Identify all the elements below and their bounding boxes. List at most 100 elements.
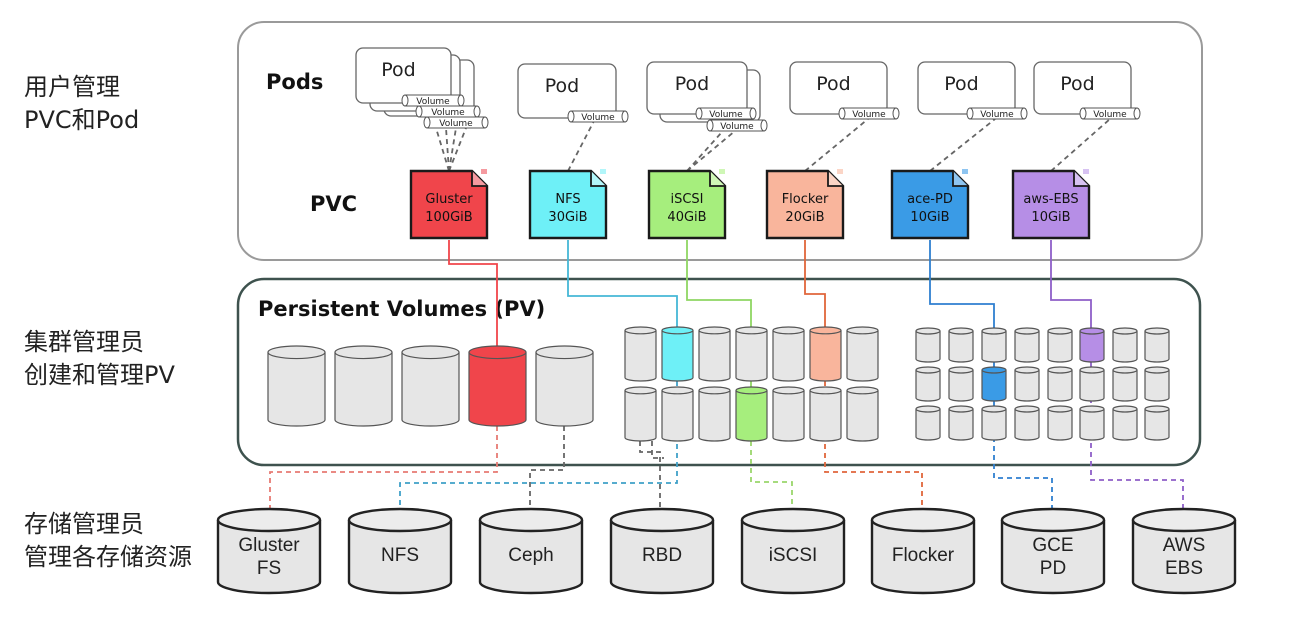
pv-right-2-1 [948,405,974,441]
volume-label: Volume [416,97,450,107]
pod-label: Pod [816,73,850,95]
pv-gluster-0 [267,345,326,427]
pv-mid-top-0 [624,326,657,382]
pod-label: Pod [545,75,579,97]
pod-3: Pod [646,61,748,115]
pv-right-2-7 [1144,405,1170,441]
storage-label-line2: EBS [1165,558,1203,579]
pv-storage-link-rbd-a [639,441,661,512]
pvc-doc-fold [709,171,725,187]
pvc-pod-link-1-2 [448,127,457,172]
storage-label: iSCSI [769,545,818,566]
pvc-name: Flocker [782,192,829,207]
pv-storage-link-gluster [269,426,498,512]
pv-right-1-0 [915,366,941,402]
pvc-doc-corner-tag [962,169,968,174]
volume-3a: Volume [695,107,757,120]
pvc-pod-link-3b [686,130,736,172]
pv-right-1-6 [1112,366,1138,402]
storage-cylinder-body [216,520,322,595]
storage-ceph: Ceph [478,507,584,595]
pvc-pod-link-4 [804,118,869,172]
volume-1c: Volume [423,116,489,129]
pvc-doc-body [890,169,970,240]
storage-cylinder-body [870,520,976,595]
cluster-admin-label-line2: 创建和管理PV [24,361,175,389]
pvc-doc-corner-tag [600,169,606,174]
pv-right-1-1 [948,366,974,402]
pv-mid-bottom-2 [698,386,731,442]
pod-label: Pod [944,73,978,95]
pod-label: Pod [381,59,415,81]
pv-right-0-0 [915,327,941,363]
storage-cylinder-top [870,507,976,533]
storage-label-line1: Gluster [238,535,300,556]
pv-right-0-7 [1144,327,1170,363]
pv-right-2-5 [1079,405,1105,441]
pvc-size: 100GiB [425,210,472,225]
pv-right-2-3 [1014,405,1040,441]
storage-cylinder-body [478,520,584,595]
storage-rbd: RBD [609,507,715,595]
pvc-pod-link-1-0 [435,127,450,172]
pv-mid-bottom-4 [772,386,805,442]
storage-flocker: Flocker [870,507,976,595]
pvc-name: iSCSI [670,192,703,207]
pod-5: Pod [917,61,1016,115]
pvc-size: 20GiB [785,210,824,225]
pvc-doc-body [528,169,608,240]
pv-right-2-6 [1112,405,1138,441]
pvc-pod-link-2 [567,120,595,172]
pv-gluster-1 [334,345,393,427]
storage-cylinder-top [478,507,584,533]
pvc-group: Gluster100GiBNFS30GiBiSCSI40GiBFlocker20… [409,169,1091,240]
storage-label: NFS [381,545,419,566]
pvc-doc-fold [471,171,487,187]
pv-gluster-3 [468,345,527,427]
storage-cylinder-body [1000,520,1106,595]
pod-6: Pod [1033,61,1132,115]
storage-cylinder-top [216,507,322,533]
volume-label: Volume [581,113,615,123]
pv-right-0-1 [948,327,974,363]
pv-group [267,326,1170,442]
pv-right-0-6 [1112,327,1138,363]
pv-mid-top-2 [698,326,731,382]
pvc-pod-link-1-3 [448,127,467,172]
pv-right-2-2 [981,405,1007,441]
pv-right-0-5 [1079,327,1105,363]
pv-mid-top-1 [661,326,694,382]
pv-mid-bottom-0 [624,386,657,442]
pv-mid-top-3 [735,326,768,382]
storage-cylinder-body [740,520,846,595]
pvc-doc-body [765,169,845,240]
storage-label: Flocker [892,545,955,566]
storage-cylinder-top [1131,507,1237,533]
storage-cylinder-top [1000,507,1106,533]
pv-right-2-0 [915,405,941,441]
cluster-admin-label-line1: 集群管理员 [24,328,144,356]
pv-right-0-2 [981,327,1007,363]
storage-label: RBD [642,545,682,566]
volume-6: Volume [1079,107,1141,120]
pvc-doc-body [409,169,489,240]
pvc-doc-corner-tag [481,169,487,174]
pv-gluster-2 [401,345,460,427]
volume-3b: Volume [706,119,768,132]
storage-label: Ceph [508,545,553,566]
volume-label: Volume [720,122,754,132]
pvc-doc-fold [952,171,968,187]
pods-group: PodVolumeVolumeVolumePodVolumePodVolumeV… [355,47,1141,132]
pvc-doc-corner-tag [837,169,843,174]
connection-lines [269,118,1184,512]
pvc-doc-body [647,169,727,240]
storage-cylinder-body [609,520,715,595]
pvc-name: NFS [555,192,580,207]
pvc-doc-corner-tag [719,169,725,174]
user-label-line1: 用户管理 [24,73,120,101]
storage-cylinder-body [1131,520,1237,595]
